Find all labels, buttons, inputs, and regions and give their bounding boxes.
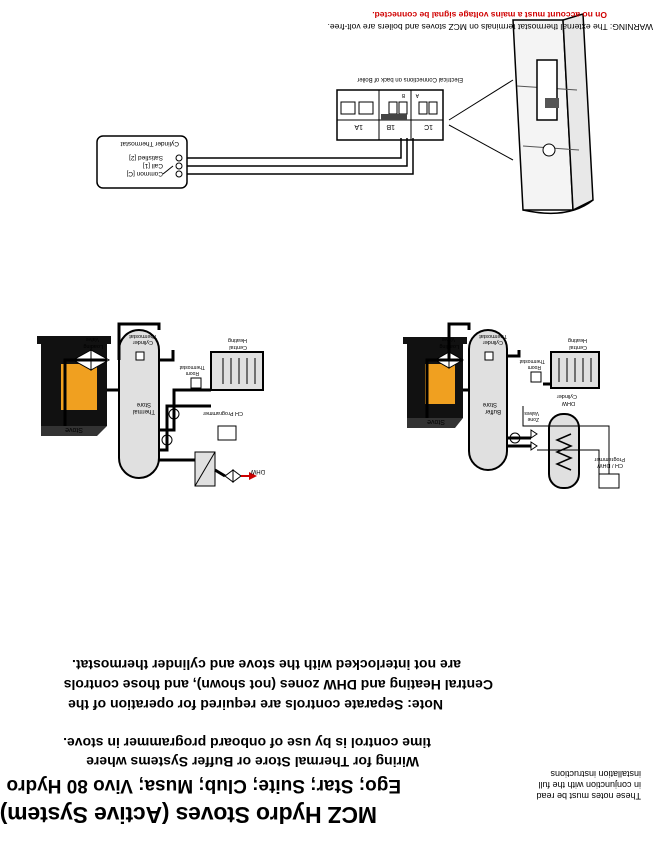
boiler-control-panel (536, 59, 558, 121)
ch-dhw-programmer-icon (598, 473, 620, 489)
valve-label-2: Valve (86, 336, 99, 342)
cylinder-thermostat-title: Cylinder Thermostat (120, 140, 179, 147)
stove-icon (37, 336, 111, 436)
block-1a-label: 1A (354, 123, 363, 130)
room-thermostat-label-2: Thermostat (519, 358, 545, 364)
boiler-fitting-icon (542, 143, 556, 157)
heat-exchanger-icon (194, 451, 216, 487)
block-1c-label: 1C (424, 123, 433, 130)
pipework (63, 322, 226, 478)
store-label-1: Thermal (133, 408, 155, 414)
cylinder-thermostat-icon (135, 351, 145, 361)
ch-programmer-icon (217, 425, 237, 441)
control-wiring (522, 406, 610, 474)
buffer-store-diagram: Stove Buffer Store Cylinder Thermostat L… (403, 322, 625, 489)
stove-label: Stove (65, 426, 83, 433)
terminal-a-label: A (415, 92, 419, 98)
store-label-2: Store (482, 401, 497, 407)
store-label-1: Buffer (485, 408, 501, 414)
thermal-store-diagram: Stove Thermal Store Cylinder Thermostat … (37, 322, 265, 487)
pipework (425, 322, 551, 448)
leader-line-top (448, 79, 514, 121)
terminal-call-icon (175, 162, 183, 170)
terminal-common-label: Common [C] (126, 170, 163, 177)
radiator-icon (210, 351, 264, 391)
terminal-call-label: Call [1] (143, 162, 163, 169)
terminal-satisfied-label: Satisfied [2] (129, 154, 163, 161)
electrical-connections-panel (336, 89, 444, 141)
room-thermostat-label-1: Room (186, 370, 199, 376)
cylinder-thermostat-box (96, 135, 188, 189)
warning-text-red: On no account must a mains voltage signa… (372, 10, 607, 20)
connections-title: Electrical Connections on back of Boiler (357, 76, 463, 82)
heating-label-1: Central (229, 344, 247, 350)
dhw-cylinder-label-1: DHW (561, 400, 575, 406)
warning-text: WARNING: The external thermostat termina… (328, 22, 653, 32)
valve-label-1: Loading (83, 343, 103, 349)
cylinder-thermostat-icon (484, 351, 494, 361)
dhw-cylinder-icon (548, 413, 580, 489)
cyl-thermostat-label-2: Thermostat (479, 333, 507, 339)
thermostat-wiring (185, 138, 414, 175)
store-label-2: Store (136, 401, 151, 407)
room-thermostat-label-1: Room (528, 364, 541, 370)
heating-label-2: Heating (568, 337, 587, 343)
dhw-outlet-icon (224, 469, 257, 483)
programmer-label-1: CH / DHW (597, 462, 623, 468)
zone-valves-label-1: Zone (527, 416, 539, 422)
room-thermostat-icon (190, 377, 202, 389)
dhw-cylinder-label-2: Cylinder (557, 393, 577, 399)
zone-valves-icon (530, 429, 538, 451)
block-1b-label: 1B (386, 123, 395, 130)
leader-line-bottom (448, 124, 514, 161)
zone-valves-label-2: Valves (524, 410, 539, 416)
radiator-icon (550, 351, 600, 389)
boiler-unit (448, 13, 594, 215)
terminal-satisfied-icon (175, 154, 183, 162)
room-thermostat-label-2: Thermostat (179, 364, 205, 370)
room-thermostat-icon (530, 371, 542, 383)
stove-icon (403, 337, 467, 428)
stove-label: Stove (427, 418, 445, 425)
dhw-label: DHW (250, 468, 265, 474)
heating-label-2: Heating (228, 337, 247, 343)
switch-contact-icon (162, 165, 174, 175)
thermal-store-tank (118, 329, 160, 479)
terminal-common-icon (175, 170, 183, 178)
cyl-thermostat-label-1: Cylinder (133, 339, 153, 345)
boiler-connection-block (545, 98, 559, 108)
cyl-thermostat-label-1: Cylinder (483, 339, 503, 345)
cyl-thermostat-label-2: Thermostat (129, 333, 157, 339)
ch-programmer-label: CH Programmer (203, 410, 243, 416)
programmer-label-2: Programmer (594, 456, 625, 462)
terminal-b-label: B (401, 92, 405, 98)
buffer-store-tank (468, 329, 508, 471)
heating-label-1: Central (569, 344, 587, 350)
